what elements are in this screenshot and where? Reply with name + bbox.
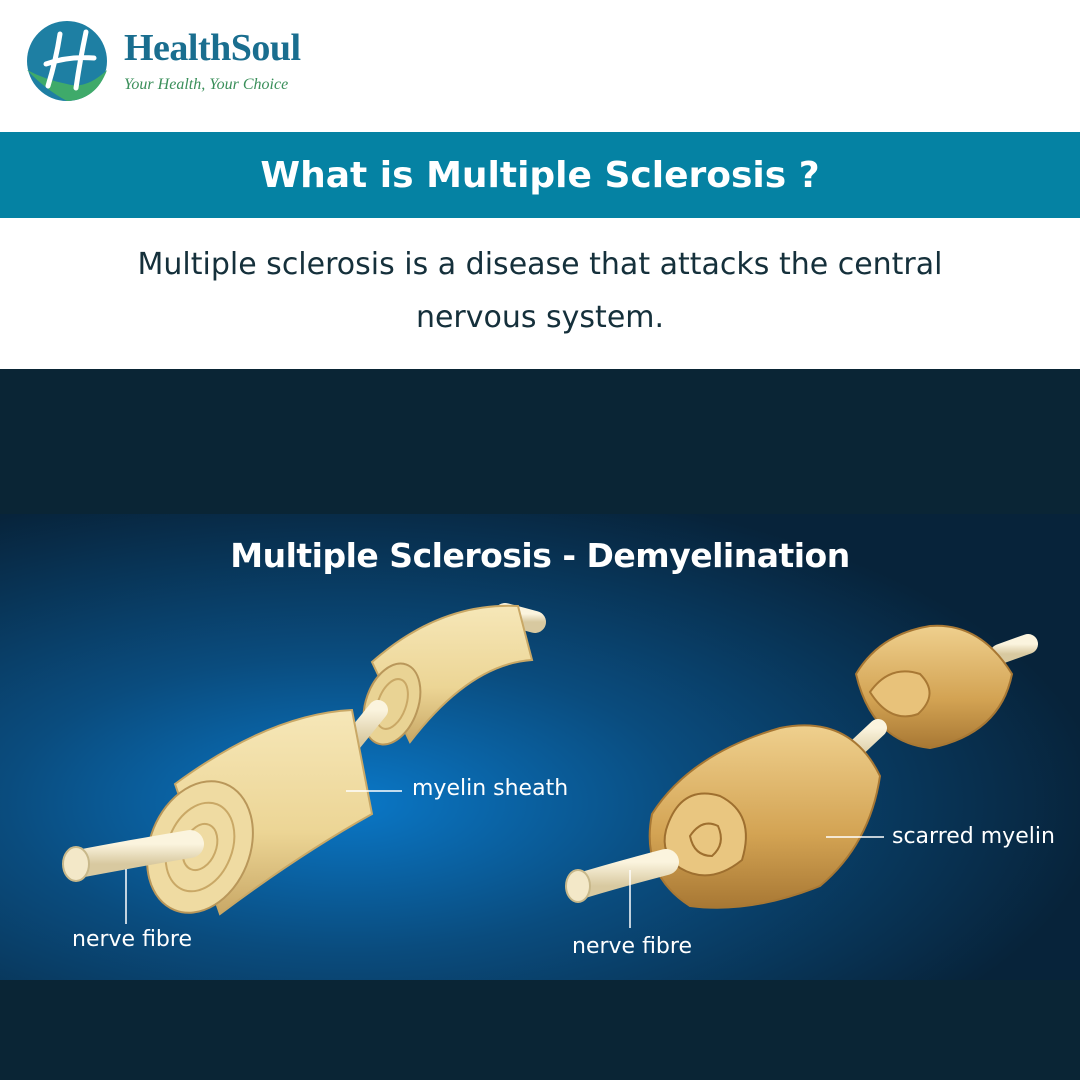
healthsoul-logo-icon (27, 21, 107, 101)
scarred-nerve-icon (565, 624, 1038, 909)
brand-name: HealthSoul (124, 27, 301, 69)
header: HealthSoul Your Health, Your Choice (0, 0, 1080, 132)
myelin-sheath-label: myelin sheath (412, 776, 569, 801)
nerve-fibre-label-left: nerve fibre (72, 927, 192, 952)
description-text: Multiple sclerosis is a disease that att… (137, 247, 943, 335)
healthy-nerve-icon (62, 603, 546, 916)
brand-tagline: Your Health, Your Choice (124, 76, 289, 93)
page-title: What is Multiple Sclerosis ? (260, 154, 820, 196)
scarred-myelin-label: scarred myelin (892, 824, 1055, 849)
demyelination-illustration (0, 514, 1080, 980)
illustration-title: Multiple Sclerosis - Demyelination (230, 536, 850, 575)
nerve-fibre-label-right: nerve fibre (572, 934, 692, 959)
title-banner: What is Multiple Sclerosis ? (0, 132, 1080, 218)
